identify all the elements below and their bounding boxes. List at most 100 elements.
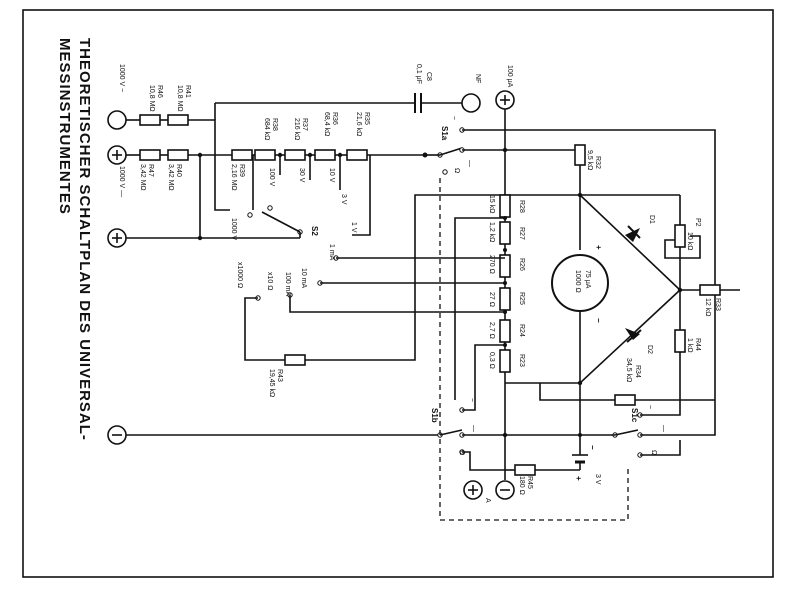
switch-s2 bbox=[247, 205, 339, 301]
range-3v: 3 V bbox=[340, 194, 347, 205]
resistor-r43-label: R43 bbox=[276, 369, 283, 382]
resistor-r44-value: 1 kΩ bbox=[686, 338, 693, 353]
resistor-r39-value: 2,16 MΩ bbox=[230, 164, 237, 191]
resistor-r40 bbox=[167, 149, 189, 161]
resistor-r35-value: 21,6 kΩ bbox=[355, 112, 362, 136]
switch-s1a-dc: — bbox=[466, 160, 473, 167]
resistor-r44-label: R44 bbox=[694, 338, 701, 351]
resistor-r38-label: R38 bbox=[271, 118, 278, 131]
diode-d2 bbox=[625, 328, 640, 340]
resistor-r41-value: 10,8 MΩ bbox=[176, 85, 183, 112]
resistor-r24-label: R24 bbox=[518, 324, 525, 337]
resistor-r41-label: R41 bbox=[184, 85, 191, 98]
resistor-r41 bbox=[167, 114, 189, 126]
resistor-r27 bbox=[499, 221, 511, 245]
capacitor-c8-value: 0,1 μF bbox=[415, 64, 422, 84]
switch-s1a-ac: ~ bbox=[450, 116, 457, 120]
terminal-1000v-ac bbox=[107, 110, 127, 130]
diode-d1 bbox=[625, 228, 640, 242]
meter-value-2: 1000 Ω bbox=[574, 270, 581, 293]
resistor-r33-value: 12 kΩ bbox=[704, 298, 711, 316]
resistor-r26-label: R26 bbox=[518, 258, 525, 271]
resistor-r40-value: 3,42 MΩ bbox=[167, 164, 174, 191]
terminal-plus-bottom bbox=[463, 480, 483, 500]
range-10v: 10 V bbox=[328, 168, 335, 183]
resistor-r34-value: 34,5 kΩ bbox=[625, 358, 632, 382]
diode-d2-label: D2 bbox=[646, 345, 653, 354]
range-1000v: 1000 V bbox=[230, 218, 237, 241]
resistor-r35 bbox=[346, 149, 368, 161]
page-frame bbox=[22, 9, 774, 578]
resistor-r25-value: 27 Ω bbox=[488, 292, 495, 307]
terminal-nf-label: NF bbox=[474, 74, 481, 83]
terminal-amp bbox=[495, 480, 515, 500]
meter-plus: + bbox=[594, 245, 603, 250]
meter-minus: − bbox=[594, 318, 603, 323]
resistor-r40-label: R40 bbox=[175, 164, 182, 177]
resistor-r38 bbox=[254, 149, 276, 161]
terminal-minus-common bbox=[107, 425, 127, 445]
resistor-r32-value: 9,5 kΩ bbox=[586, 150, 593, 170]
resistor-r24-value: 2,7 Ω bbox=[488, 322, 495, 339]
meter-value-1: 75 μA bbox=[584, 270, 591, 289]
terminal-100ua-label: 100 μA bbox=[506, 65, 513, 88]
switch-s1b-dc: — bbox=[470, 425, 477, 432]
resistor-r38-value: 684 kΩ bbox=[263, 118, 270, 140]
capacitor-c8-label: C8 bbox=[425, 72, 432, 81]
resistor-r36 bbox=[314, 149, 336, 161]
battery-plus: + bbox=[574, 476, 583, 481]
resistor-r43 bbox=[284, 354, 306, 366]
resistor-r39-label: R39 bbox=[238, 164, 245, 177]
range-1v: 1 V bbox=[350, 222, 357, 233]
switch-s1a-ohm: Ω bbox=[453, 168, 460, 173]
diode-d1-label: D1 bbox=[648, 215, 655, 224]
resistor-r27-label: R27 bbox=[518, 227, 525, 240]
potentiometer-p2-label: P2 bbox=[694, 218, 701, 227]
resistor-r36-value: 68,4 kΩ bbox=[323, 112, 330, 136]
switch-s1b-label: S1b bbox=[430, 408, 439, 423]
resistor-r23 bbox=[499, 349, 511, 373]
terminal-amp-label: A bbox=[484, 498, 491, 503]
range-100ma: 100 mA bbox=[284, 272, 291, 296]
switch-s1c-ohm: Ω bbox=[650, 450, 657, 455]
terminal-1000v-ac-label: 1000 V ~ bbox=[118, 64, 125, 92]
resistor-r43-value: 19,45 kΩ bbox=[268, 369, 275, 397]
resistor-r32 bbox=[574, 144, 586, 166]
switch-s1b-ac: ~ bbox=[468, 398, 475, 402]
resistor-r47-label: R47 bbox=[147, 164, 154, 177]
resistor-r23-value: 0,3 Ω bbox=[488, 352, 495, 369]
range-1ma: 1 mA bbox=[328, 244, 335, 261]
resistor-r25 bbox=[499, 287, 511, 311]
resistor-r46-value: 10,8 MΩ bbox=[148, 85, 155, 112]
resistor-r37-label: R37 bbox=[301, 118, 308, 131]
resistor-r37-value: 216 kΩ bbox=[293, 118, 300, 140]
resistor-r23-label: R23 bbox=[518, 354, 525, 367]
potentiometer-p2 bbox=[674, 224, 686, 248]
range-100v: 100 V bbox=[268, 168, 275, 187]
switch-s1c-label: S1c bbox=[630, 408, 639, 423]
resistor-r45-value: 180 Ω bbox=[518, 476, 525, 495]
resistor-r45 bbox=[514, 464, 536, 476]
switch-s1c-dc: — bbox=[660, 425, 667, 432]
resistor-r32-label: R32 bbox=[594, 156, 601, 169]
switch-s1a-label: S1a bbox=[440, 126, 449, 141]
resistor-r28-label: R28 bbox=[518, 200, 525, 213]
terminal-nf bbox=[461, 93, 481, 113]
range-30v: 30 V bbox=[298, 168, 305, 183]
terminal-1000v-dc-label: 1000 V — bbox=[118, 166, 125, 197]
resistor-r46-label: R46 bbox=[156, 85, 163, 98]
range-x10: x10 Ω bbox=[266, 272, 273, 290]
resistor-r47 bbox=[139, 149, 161, 161]
terminal-1000v-dc bbox=[107, 145, 127, 165]
battery-voltage: 3 V bbox=[594, 474, 601, 485]
title-line-2: MESSINSTRUMENTES bbox=[56, 38, 73, 215]
resistor-r34-label: R34 bbox=[634, 365, 641, 378]
resistor-r47-value: 3,42 MΩ bbox=[139, 164, 146, 191]
resistor-r36-label: R36 bbox=[331, 112, 338, 125]
switch-mechanical-link bbox=[439, 178, 629, 521]
resistor-r39 bbox=[231, 149, 253, 161]
resistor-r34 bbox=[614, 394, 636, 406]
resistor-r44 bbox=[674, 329, 686, 353]
